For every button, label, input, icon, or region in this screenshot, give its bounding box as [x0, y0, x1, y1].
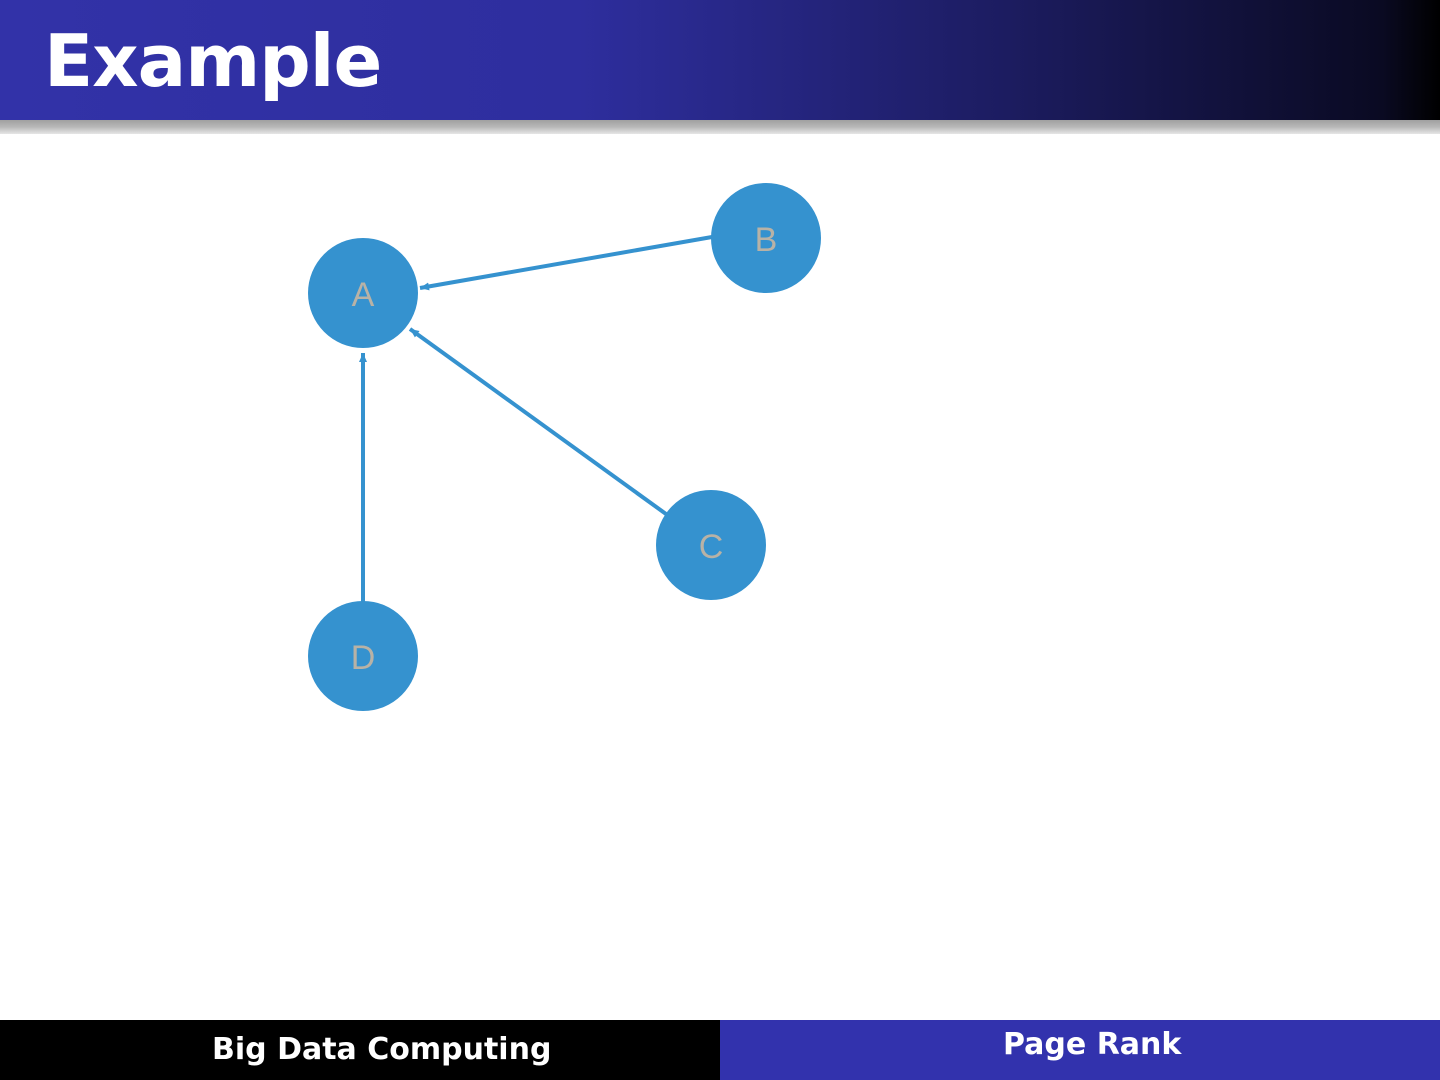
edges [359, 235, 713, 602]
node-a: A [308, 238, 418, 348]
title-bar-shadow [0, 120, 1440, 134]
node-b: B [711, 183, 821, 293]
edge-b-to-a [419, 235, 713, 291]
node-c-circle [656, 490, 766, 600]
node-c-label: C [699, 528, 724, 566]
edge-c-to-a [408, 327, 668, 516]
node-b-circle [711, 183, 821, 293]
footer-course-title: Big Data Computing [212, 1032, 552, 1067]
footer-topic: Page Rank [720, 1020, 1440, 1080]
node-a-circle [308, 238, 418, 348]
node-a-label: A [352, 276, 375, 314]
footer-topic-title: Page Rank [1003, 1027, 1182, 1062]
node-c: C [656, 490, 766, 600]
node-d: D [308, 601, 418, 711]
slide-title: Example [44, 19, 382, 103]
title-bar: Example [0, 0, 1440, 120]
node-d-circle [308, 601, 418, 711]
node-b-label: B [755, 221, 778, 259]
node-d-label: D [351, 639, 376, 677]
footer-course: Big Data Computing [0, 1020, 720, 1080]
